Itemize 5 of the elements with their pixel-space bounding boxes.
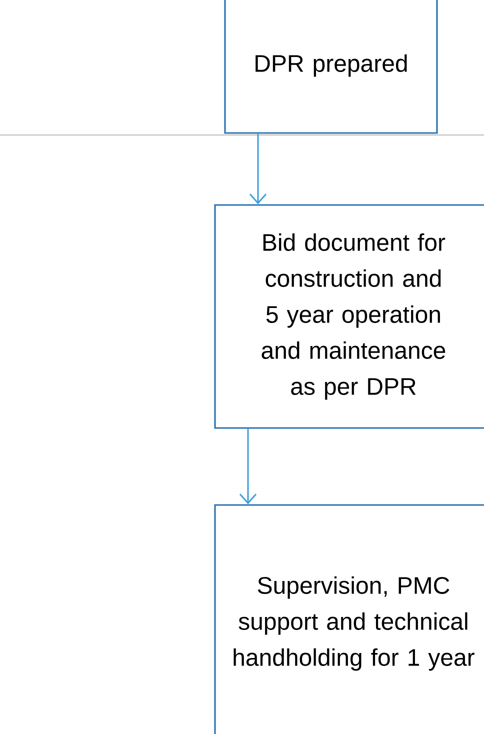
arrow — [249, 134, 267, 204]
arrow — [239, 428, 257, 504]
process-box: Bid document for construction and 5 year operation and maintenance as per DPR — [214, 204, 484, 429]
process-box: DPR prepared — [224, 0, 438, 134]
process-box: Supervision, PMC support and technical handholding for 1 year — [214, 504, 484, 734]
